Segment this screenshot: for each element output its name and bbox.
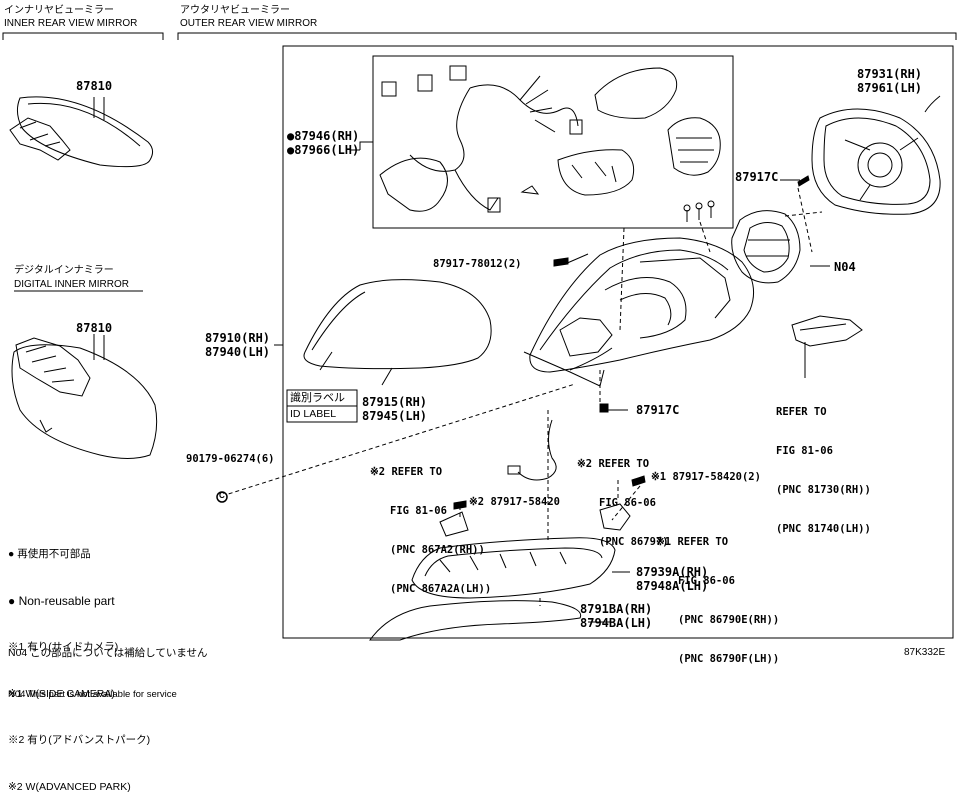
ref-line: ※2 REFER TO bbox=[370, 466, 443, 478]
ref-line: (PNC 867A2(RH)) bbox=[390, 544, 485, 556]
mirror-cover-drawing bbox=[303, 279, 492, 370]
digital-header-jp: デジタルインナミラー bbox=[14, 265, 114, 276]
ref-block-81730: REFER TO FIG 81-06 (PNC 81730(RH)) (PNC … bbox=[776, 380, 871, 549]
outer-frame bbox=[282, 45, 954, 639]
notes: N04 この部品については補給していません N04 This part is n… bbox=[8, 618, 208, 716]
harness-drawing bbox=[379, 65, 583, 213]
diagram-code: 87K332E bbox=[904, 647, 946, 658]
camera-module bbox=[667, 117, 721, 176]
part-87948: 87948A(LH) bbox=[636, 579, 709, 593]
ref-line: (PNC 86790F(LH)) bbox=[678, 653, 780, 665]
part-87945: 87945(LH) bbox=[362, 409, 428, 423]
housing-piece bbox=[594, 67, 678, 119]
ref-line: FIG 86-06 bbox=[599, 497, 656, 509]
part-87917-58420-b: ※1 87917-58420(2) bbox=[651, 471, 761, 483]
legend-item: ● 再使用不可部品 bbox=[8, 548, 91, 560]
inner-header-en: INNER REAR VIEW MIRROR bbox=[4, 18, 138, 29]
ref-block-86797: ※2 REFER TO FIG 86-06 (PNC 86797) bbox=[577, 432, 669, 562]
lower-cover-drawing bbox=[411, 537, 616, 599]
ref-line: (PNC 81730(RH)) bbox=[776, 484, 871, 496]
ref-line: (PNC 867A2A(LH)) bbox=[390, 583, 492, 595]
circle-c-letter: C bbox=[219, 491, 225, 500]
ref-line: (PNC 86790E(RH)) bbox=[678, 614, 780, 626]
diagram-drawing bbox=[2, 32, 957, 641]
ref-line: (PNC 81740(LH)) bbox=[776, 523, 871, 535]
legend-item: ※2 有り(アドバンストパーク) bbox=[8, 734, 151, 746]
mirror-body-drawing bbox=[523, 237, 755, 387]
part-87810-digital: 87810 bbox=[76, 321, 113, 335]
ref-line: FIG 81-06 bbox=[776, 445, 833, 457]
id-label-en: ID LABEL bbox=[290, 408, 337, 420]
part-87917-78012: 87917-78012(2) bbox=[433, 258, 522, 270]
ref-line: ※1 REFER TO bbox=[656, 536, 729, 548]
legend-item: ※1 有り(サイドカメラ) bbox=[8, 641, 119, 653]
part-n04: N04 bbox=[834, 260, 856, 274]
ref-line: ※2 REFER TO bbox=[577, 458, 650, 470]
ref-line: (PNC 86797) bbox=[599, 536, 669, 548]
turn-lamp-drawing bbox=[791, 315, 863, 347]
ref-line: FIG 81-06 bbox=[390, 505, 447, 517]
outer-header-jp: アウタリヤビューミラー bbox=[180, 5, 290, 16]
ref-line: FIG 86-06 bbox=[678, 575, 735, 587]
part-87910: 87910(RH) bbox=[205, 331, 271, 345]
ref-block-867a2: ※2 REFER TO FIG 81-06 (PNC 867A2(RH)) (P… bbox=[370, 440, 491, 609]
legend-item: ※2 W(ADVANCED PARK) bbox=[8, 780, 131, 793]
ref-block-86790: ※1 REFER TO FIG 86-06 (PNC 86790E(RH)) (… bbox=[656, 510, 779, 679]
actuator-drawing bbox=[731, 210, 801, 284]
part-87917c-top: 87917C bbox=[735, 170, 779, 184]
part-87939: 87939A(RH) bbox=[636, 565, 709, 579]
part-87915: 87915(RH) bbox=[362, 395, 428, 409]
part-87946: ●87946(RH) bbox=[287, 129, 360, 143]
part-8791b: 8791BA(RH) bbox=[580, 602, 653, 616]
outer-header-en: OUTER REAR VIEW MIRROR bbox=[180, 18, 318, 29]
note-jp: N04 この部品については補給していません bbox=[8, 647, 208, 659]
id-label-jp: 識別ラベル bbox=[290, 392, 345, 404]
ref-line: REFER TO bbox=[776, 406, 827, 418]
outer-section-bracket bbox=[177, 32, 957, 40]
part-87966: ●87966(LH) bbox=[287, 143, 360, 157]
part-87917c-bottom: 87917C bbox=[636, 403, 680, 417]
mirror-glass-drawing bbox=[811, 108, 941, 215]
part-8794b: 8794BA(LH) bbox=[580, 616, 653, 630]
note-en: N04 This part is not available for servi… bbox=[8, 689, 177, 700]
part-87917-58420-a: ※2 87917-58420 bbox=[469, 496, 560, 508]
part-87961: 87961(LH) bbox=[857, 81, 923, 95]
digital-header-en: DIGITAL INNER MIRROR bbox=[14, 279, 130, 290]
legend-item: ● Non-reusable part bbox=[8, 593, 115, 608]
trim-strip-drawing bbox=[369, 600, 582, 641]
part-87931: 87931(RH) bbox=[857, 67, 923, 81]
part-90179: 90179-06274(6) bbox=[186, 453, 275, 465]
part-87940: 87940(LH) bbox=[205, 345, 271, 359]
circle-c-marker bbox=[216, 491, 228, 503]
harness-box bbox=[372, 55, 734, 229]
inner-section-bracket bbox=[2, 32, 164, 40]
part-87810-inner: 87810 bbox=[76, 79, 113, 93]
inner-header-jp: インナリヤビューミラー bbox=[4, 5, 114, 16]
inner-mirror-drawing bbox=[9, 96, 154, 168]
digital-mirror-drawing bbox=[11, 334, 158, 459]
